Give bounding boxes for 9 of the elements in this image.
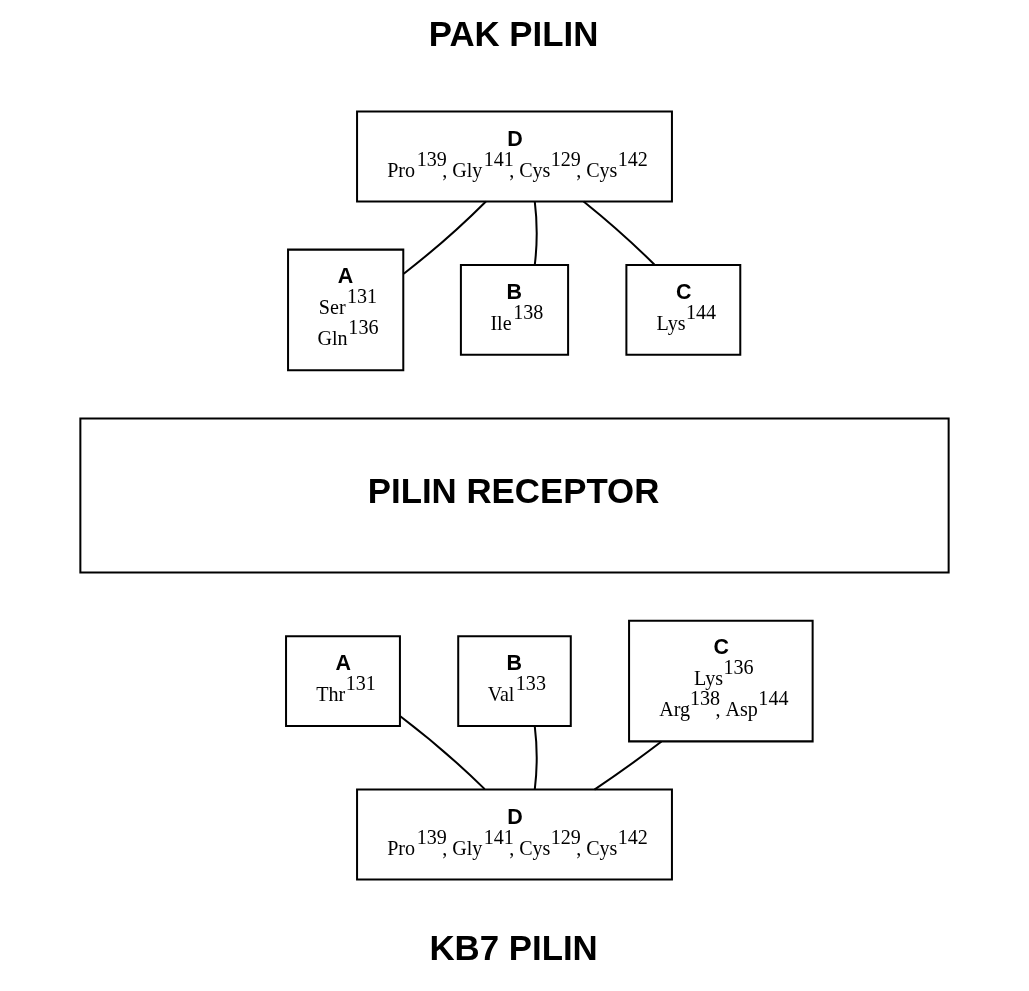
connector xyxy=(533,201,538,265)
connector xyxy=(582,200,656,266)
connector xyxy=(533,725,538,790)
connector xyxy=(593,740,663,791)
connector xyxy=(399,715,486,790)
label: KB7 PILIN xyxy=(429,927,598,967)
connector xyxy=(403,200,487,275)
node-box: PILIN RECEPTOR xyxy=(79,417,950,574)
label: PAK PILIN xyxy=(428,13,599,53)
